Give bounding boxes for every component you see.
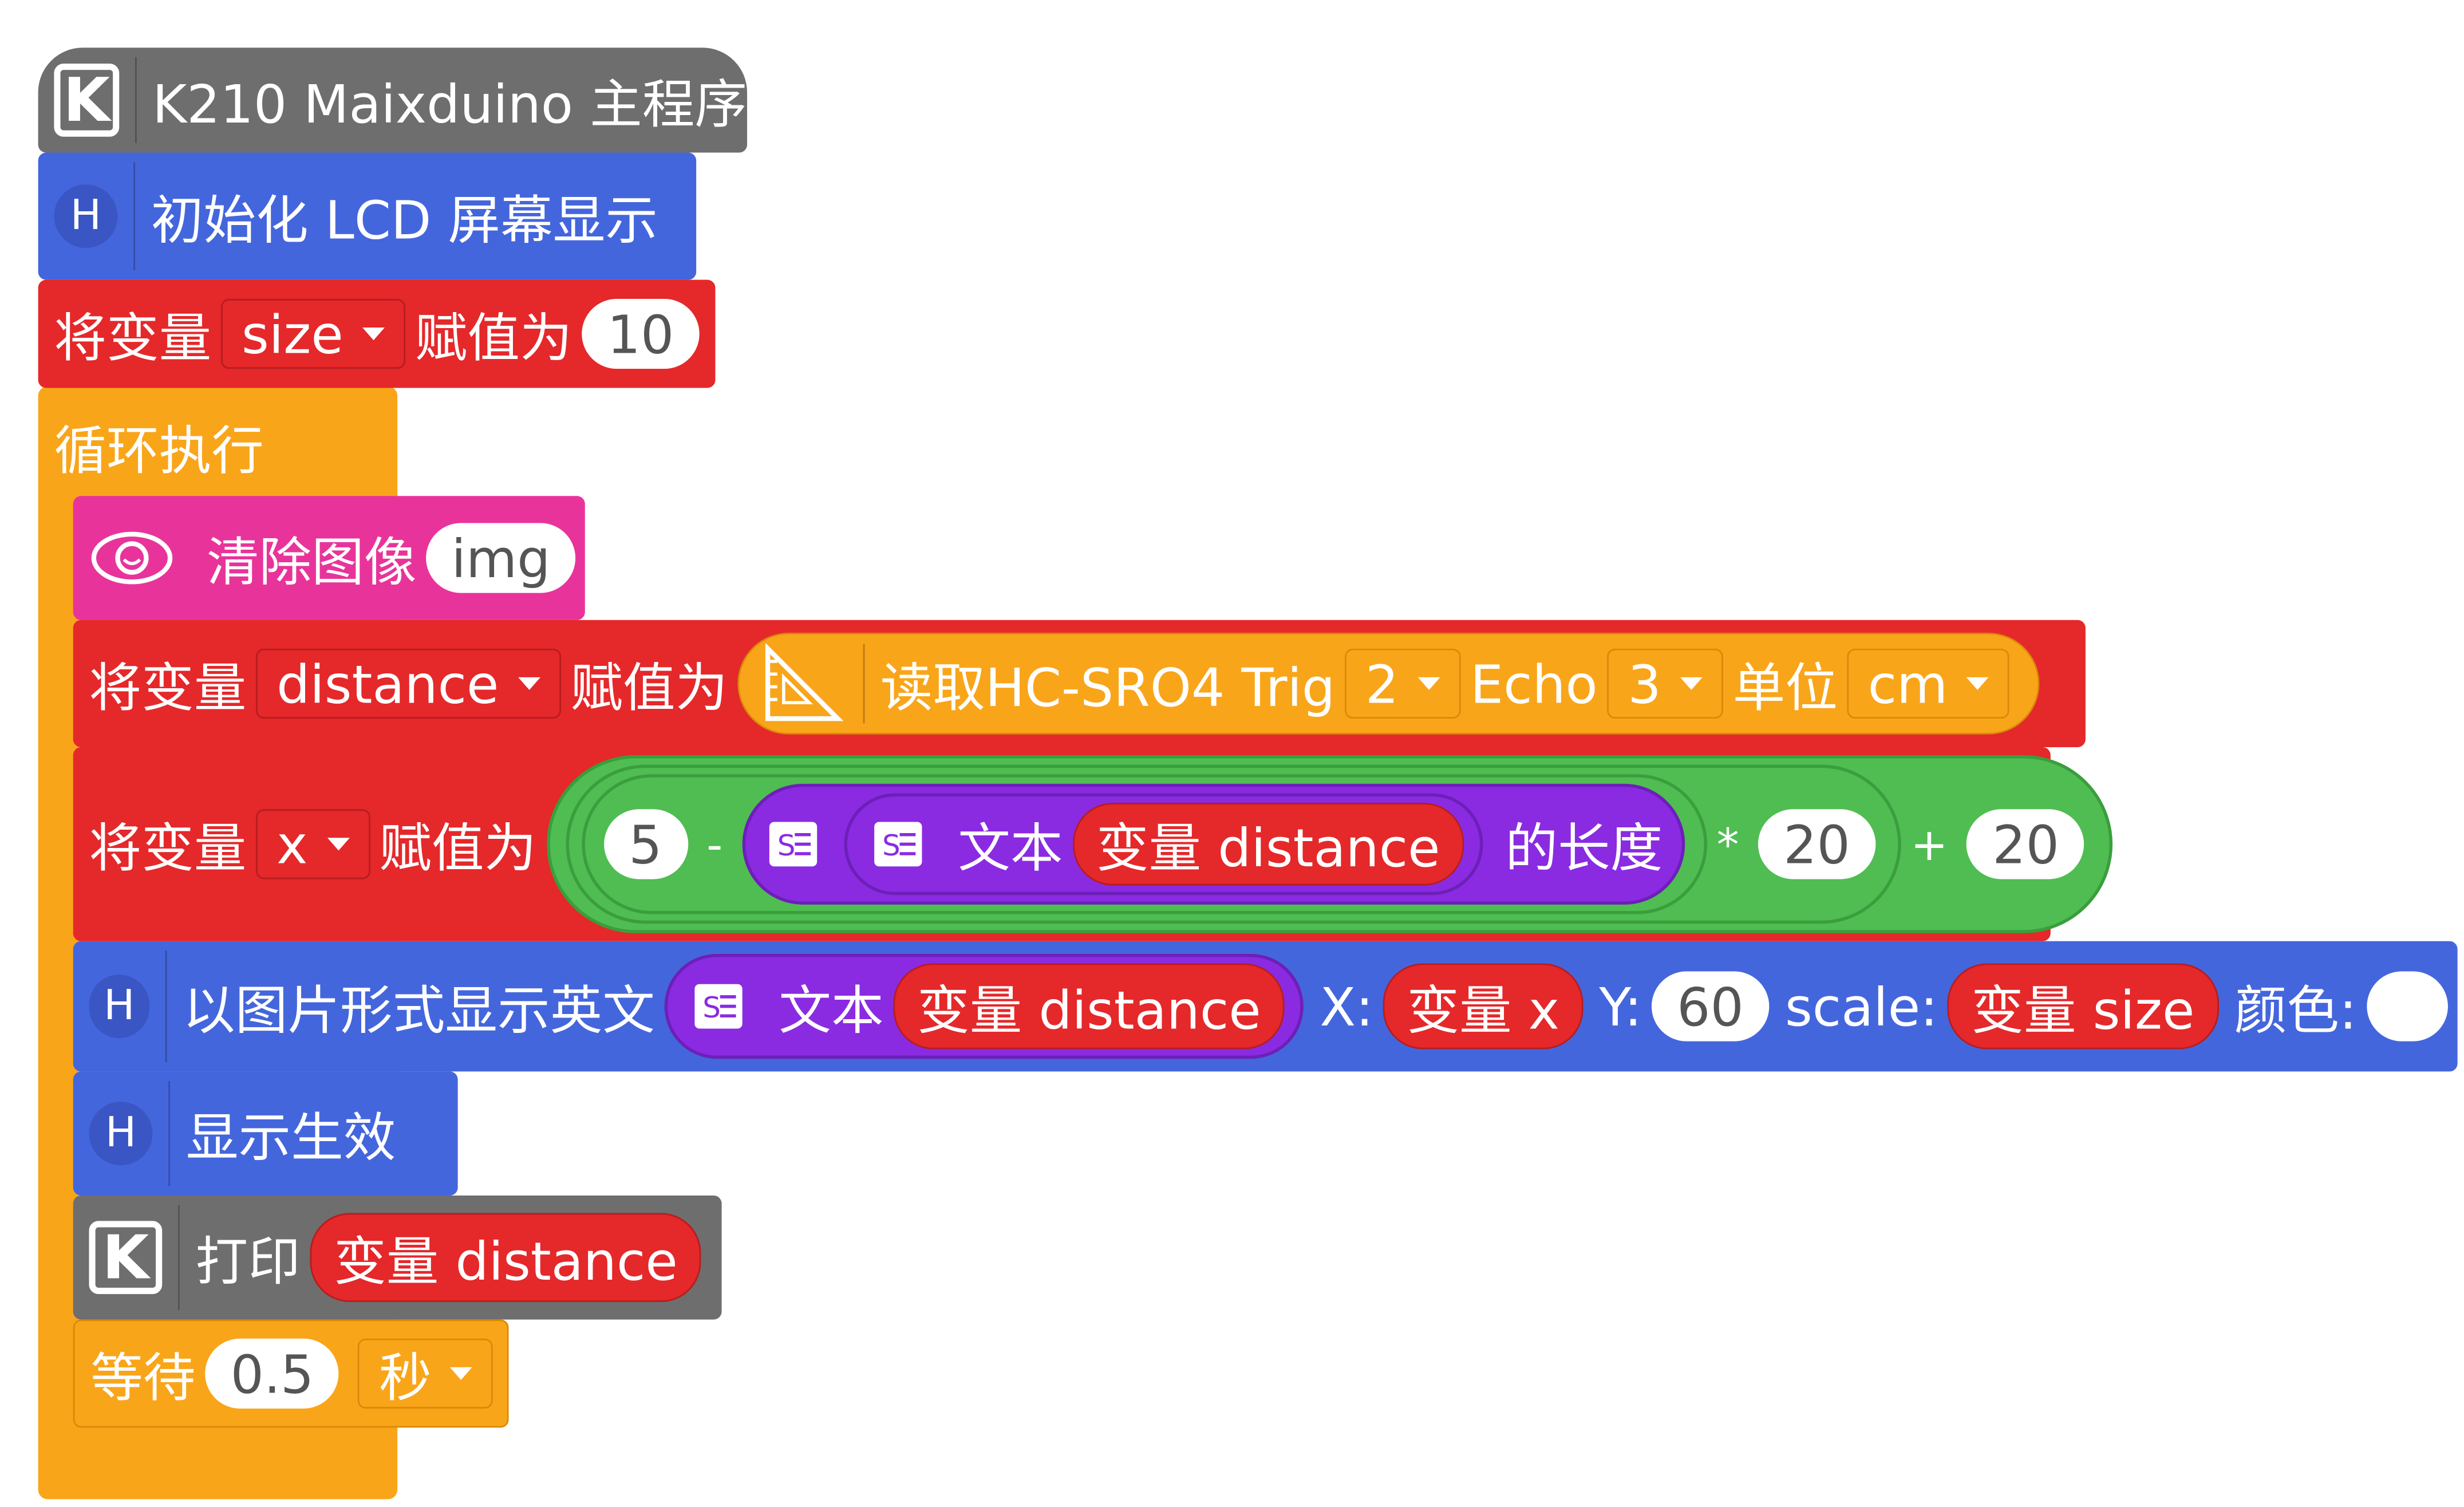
h-icon: H <box>54 184 118 248</box>
chevron-down-icon <box>1967 677 1989 691</box>
svg-text:S: S <box>702 991 721 1024</box>
chevron-down-icon <box>451 1367 473 1380</box>
ultrasonic-read-block[interactable]: 读取HC-SRO4 Trig 2 Echo 3 单位 cm <box>737 633 2040 735</box>
var-distance-reporter[interactable]: 变量 distance <box>310 1213 702 1303</box>
math-add-block[interactable]: 5 - S <box>546 755 2114 933</box>
string-icon: S <box>764 817 822 871</box>
set-x-assign: 赋值为 <box>379 817 537 879</box>
clear-image-label: 清除图像 <box>206 531 417 593</box>
wait-value-input[interactable]: 0.5 <box>205 1338 339 1409</box>
print-label: 打印 <box>195 1230 301 1293</box>
distance-var-dropdown[interactable]: distance <box>256 648 561 719</box>
show-text-label: 以图片形式显示英文 <box>183 979 655 1042</box>
chevron-down-icon <box>1417 677 1440 691</box>
trig-pin-dropdown[interactable]: 2 <box>1344 648 1461 719</box>
text-length-block[interactable]: S S <box>741 783 1685 905</box>
text-label: 文本 <box>779 979 884 1042</box>
string-icon: S <box>690 979 747 1033</box>
y-label: Y: <box>1599 975 1642 1037</box>
wait-block[interactable]: 等待 0.5 秒 <box>73 1319 509 1428</box>
length-label: 的长度 <box>1505 817 1663 879</box>
set-x-prefix: 将变量 <box>89 817 247 879</box>
text-label: 文本 <box>958 817 1063 879</box>
display-apply-block[interactable]: H 显示生效 <box>73 1071 458 1196</box>
x-label: X: <box>1320 975 1374 1037</box>
x-var-dropdown[interactable]: x <box>256 809 370 879</box>
num-20b-input[interactable]: 20 <box>1967 809 2085 879</box>
show-text-block[interactable]: H 以图片形式显示英文 S 文本 变量 distance X: 变量 x Y: <box>73 941 2458 1072</box>
math-multiply-block[interactable]: 5 - S <box>565 764 1901 924</box>
color-picker[interactable] <box>2366 971 2449 1042</box>
lcd-init-block[interactable]: H 初始化 LCD 屏幕显示 <box>38 152 697 280</box>
clear-image-block[interactable]: 清除图像 img <box>73 496 585 620</box>
size-var-dropdown[interactable]: size <box>220 299 406 369</box>
echo-pin-dropdown[interactable]: 3 <box>1607 648 1723 719</box>
svg-text:S: S <box>882 829 900 862</box>
wait-label: 等待 <box>90 1346 196 1409</box>
set-distance-assign: 赋值为 <box>570 656 728 719</box>
var-distance-reporter[interactable]: 变量 distance <box>893 963 1285 1050</box>
multiply-operator: * <box>1716 818 1739 871</box>
k-logo-icon: K <box>54 64 120 137</box>
set-size-block[interactable]: 将变量 size 赋值为 10 <box>38 279 716 388</box>
main-program-label: K210 Maixduino 主程序 <box>152 73 748 136</box>
loop-label: 循环执行 <box>54 420 264 482</box>
lcd-init-label: 初始化 LCD 屏幕显示 <box>151 189 658 251</box>
h-icon: H <box>89 1102 153 1166</box>
var-distance-reporter[interactable]: 变量 distance <box>1072 803 1464 886</box>
svg-text:S: S <box>777 829 795 862</box>
display-apply-label: 显示生效 <box>185 1106 396 1169</box>
minus-operator: - <box>706 818 723 871</box>
print-block[interactable]: K 打印 变量 distance <box>73 1196 722 1320</box>
math-subtract-block[interactable]: 5 - S <box>581 774 1707 914</box>
string-icon: S <box>869 817 926 871</box>
set-size-prefix: 将变量 <box>54 306 212 369</box>
text-block[interactable]: S 文本 变量 distance <box>843 793 1483 895</box>
set-x-block[interactable]: 将变量 x 赋值为 5 - S <box>73 747 2114 941</box>
set-size-assign: 赋值为 <box>414 306 572 369</box>
unit-label: 单位 <box>1732 656 1838 719</box>
color-label: 颜色: <box>2234 979 2357 1042</box>
wait-unit-dropdown[interactable]: 秒 <box>358 1338 494 1409</box>
num-5-input[interactable]: 5 <box>603 809 688 879</box>
var-x-reporter[interactable]: 变量 x <box>1383 963 1584 1050</box>
text-block[interactable]: S 文本 变量 distance <box>664 953 1304 1059</box>
var-size-reporter[interactable]: 变量 size <box>1947 963 2219 1050</box>
sensor-label: 读取HC-SRO4 Trig <box>880 656 1336 719</box>
set-distance-block[interactable]: 将变量 distance 赋值为 读取HC-SRO4 Trig 2 Ec <box>73 620 2086 748</box>
ruler-triangle-icon <box>758 639 847 728</box>
k-logo-icon: K <box>89 1221 163 1295</box>
y-value-input[interactable]: 60 <box>1651 971 1770 1042</box>
eye-icon <box>89 528 175 589</box>
chevron-down-icon <box>326 838 349 851</box>
h-icon: H <box>89 975 150 1039</box>
echo-label: Echo <box>1470 652 1598 715</box>
main-program-block[interactable]: K K210 Maixduino 主程序 <box>38 48 748 153</box>
chevron-down-icon <box>362 327 385 341</box>
scale-label: scale: <box>1784 975 1938 1037</box>
plus-operator: + <box>1910 818 1948 871</box>
size-value-input[interactable]: 10 <box>582 299 700 369</box>
chevron-down-icon <box>518 677 540 691</box>
num-20a-input[interactable]: 20 <box>1758 809 1876 879</box>
clear-image-target[interactable]: img <box>426 523 576 593</box>
set-distance-prefix: 将变量 <box>89 656 247 719</box>
unit-dropdown[interactable]: cm <box>1847 648 2010 719</box>
chevron-down-icon <box>1680 677 1703 691</box>
